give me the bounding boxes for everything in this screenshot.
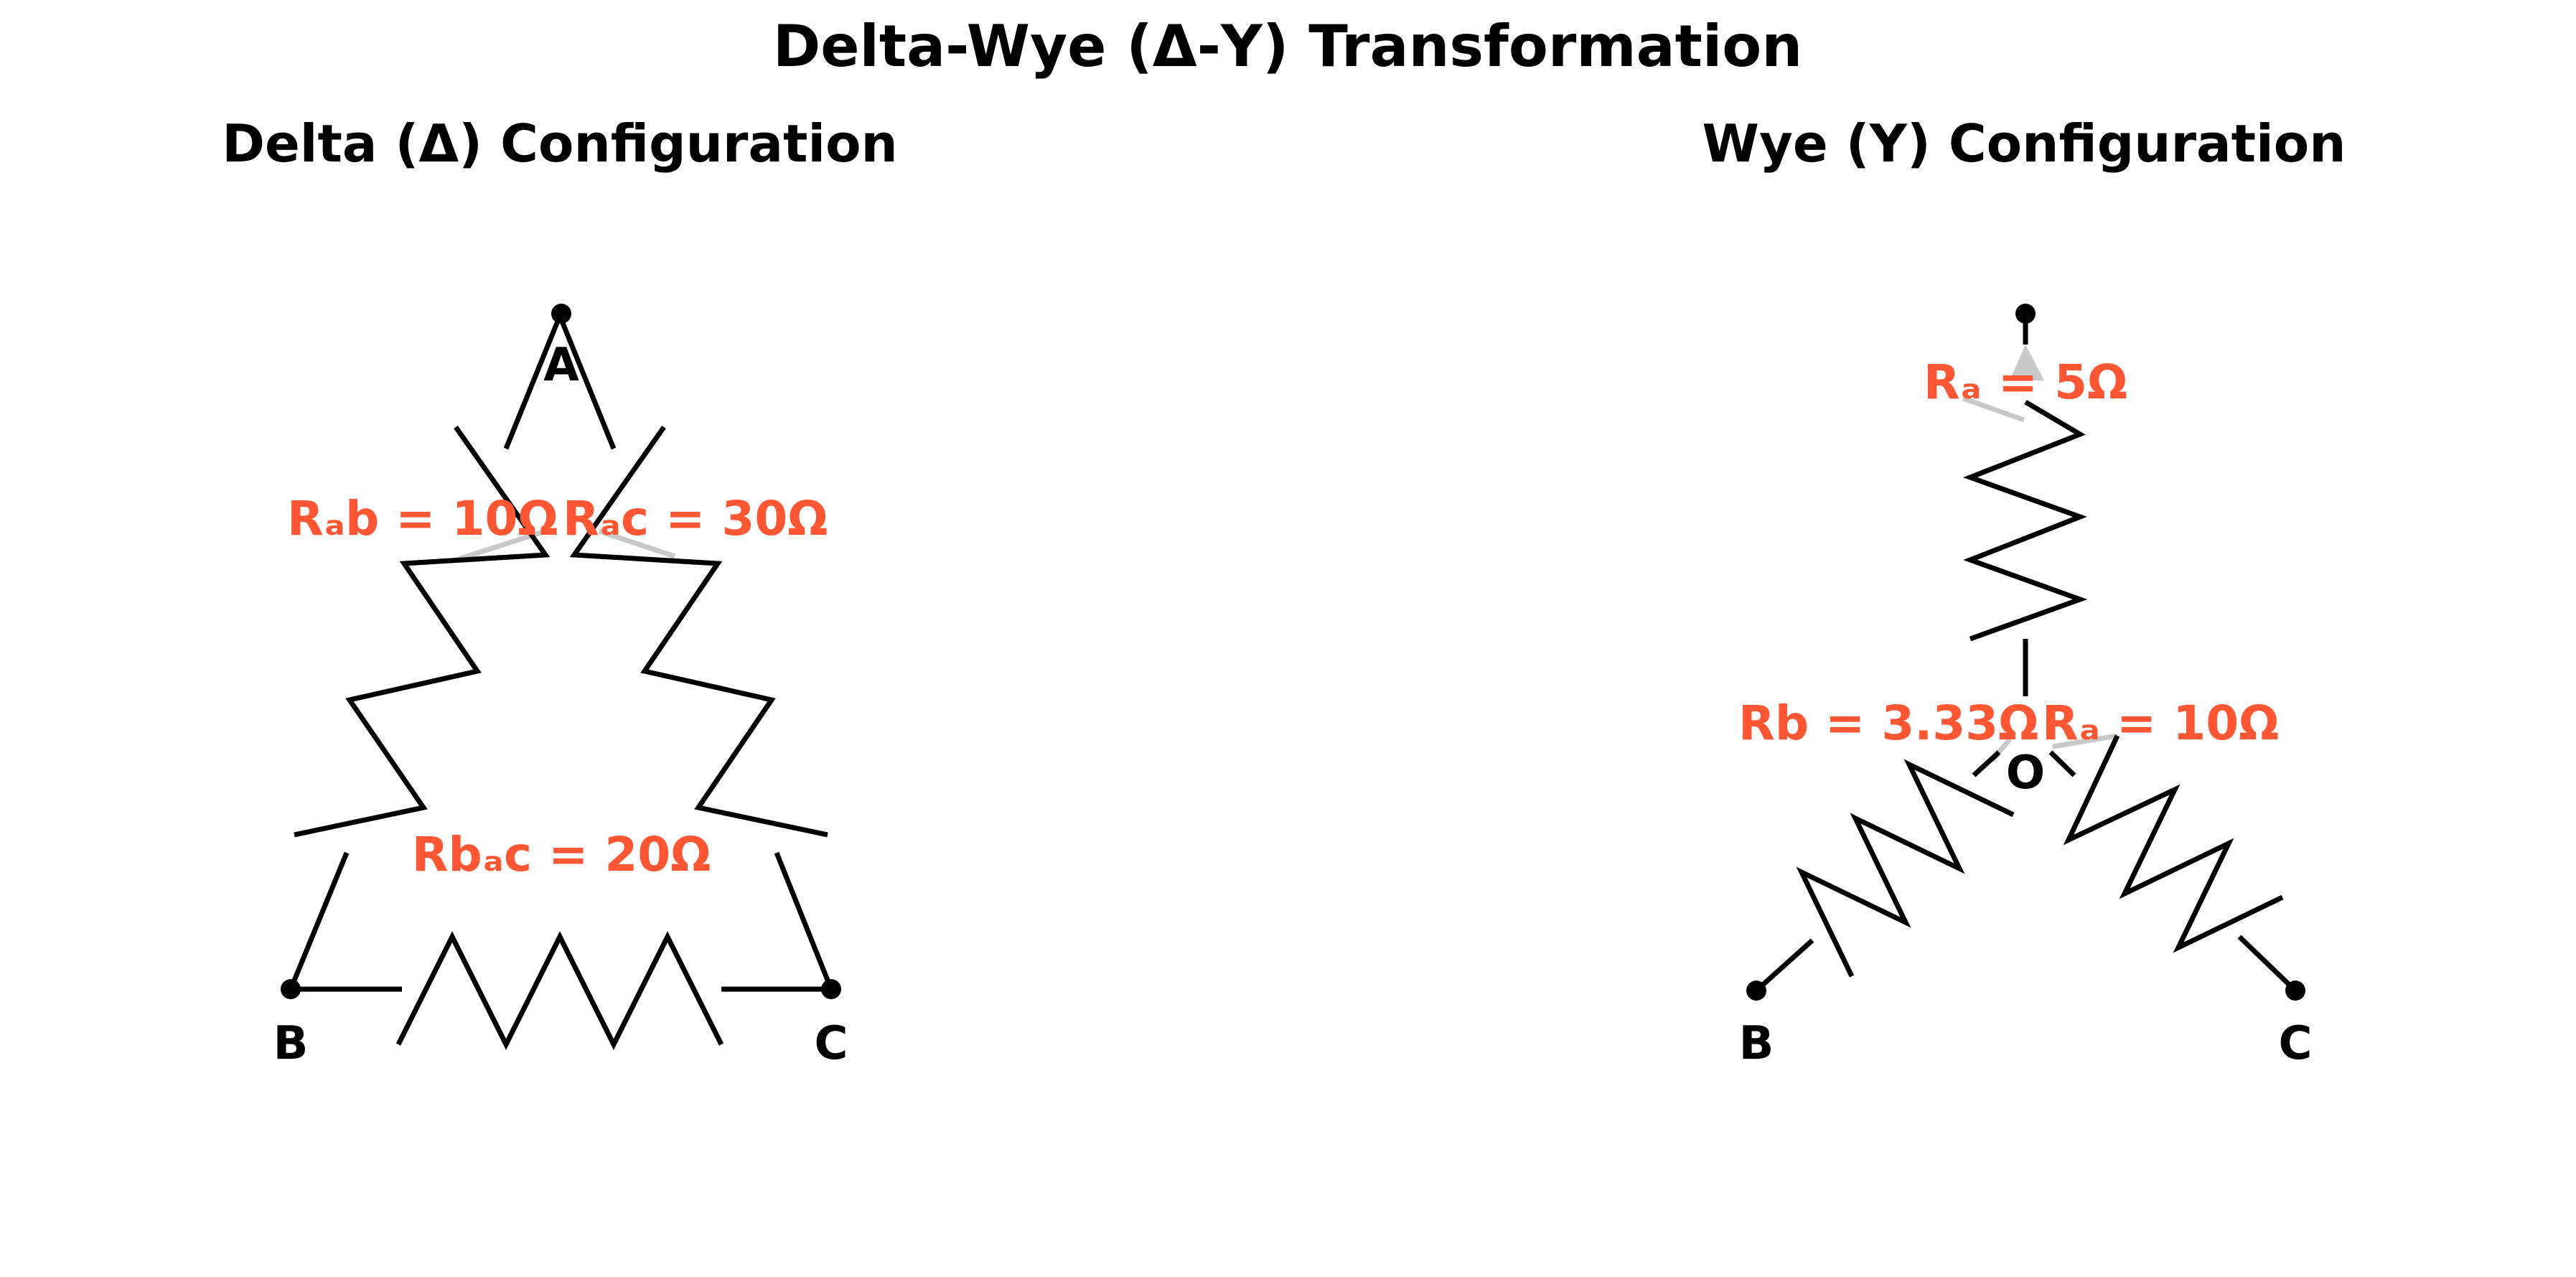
- delta-node-c: [821, 979, 841, 999]
- wye-node-b: [1746, 981, 1766, 1001]
- delta-node-a: [551, 304, 571, 324]
- delta-network: A B C Rₐb = 10Ω Rₐc = 30Ω Rbₐc = 20Ω: [273, 304, 848, 1070]
- delta-rab-label: Rₐb = 10Ω: [287, 491, 558, 546]
- delta-rac-leader: [598, 528, 676, 559]
- delta-node-b-label: B: [273, 1017, 309, 1070]
- delta-resistor-ac: [569, 425, 828, 838]
- wye-node-a: [2015, 304, 2036, 324]
- wye-wire-center-c-stub: [2048, 750, 2076, 777]
- wye-node-c-label: C: [2279, 1017, 2313, 1070]
- delta-rbc-label: Rbₐc = 20Ω: [412, 827, 711, 882]
- wye-node-b-label: B: [1739, 1017, 1774, 1070]
- wye-wire-b-node: [1754, 938, 1814, 993]
- delta-resistor-bc: [395, 931, 724, 1050]
- wye-resistor-a-zigzag: [1963, 399, 2088, 642]
- page-title: Delta-Wye (Δ-Y) Transformation: [773, 13, 1802, 80]
- delta-node-c-label: C: [815, 1017, 848, 1070]
- delta-node-a-label: A: [543, 339, 579, 392]
- wye-network: O B C Rₐ = 5Ω Rb = 3.33Ω Rₐ = 10Ω: [1738, 304, 2312, 1070]
- wye-rc-label: Rₐ = 10Ω: [2042, 696, 2279, 751]
- delta-wire-c-right: [721, 851, 835, 992]
- delta-rac-label: Rₐc = 30Ω: [563, 491, 828, 546]
- wye-heading: Wye (Y) Configuration: [1702, 113, 2346, 174]
- wye-rc-leader: [2052, 733, 2118, 749]
- delta-resistor-ab-left: [294, 425, 551, 838]
- wye-ra-arrowhead: [2010, 345, 2044, 380]
- wye-wire-c-node: [2237, 935, 2298, 993]
- delta-node-b: [281, 979, 301, 999]
- wye-resistor-b: [1796, 759, 2015, 978]
- wye-wire-center-b-stub: [1972, 750, 2001, 777]
- wye-center-label: O: [2006, 747, 2045, 800]
- wye-ra-leader: [1962, 396, 2025, 423]
- wye-rb-label: Rb = 3.33Ω: [1738, 696, 2038, 751]
- delta-heading: Delta (Δ) Configuration: [222, 113, 898, 174]
- delta-wire-b-left: [286, 851, 402, 992]
- wye-resistor-c: [2063, 734, 2284, 953]
- wye-node-c: [2285, 981, 2305, 1001]
- wye-ra-label: Rₐ = 5Ω: [1924, 355, 2127, 410]
